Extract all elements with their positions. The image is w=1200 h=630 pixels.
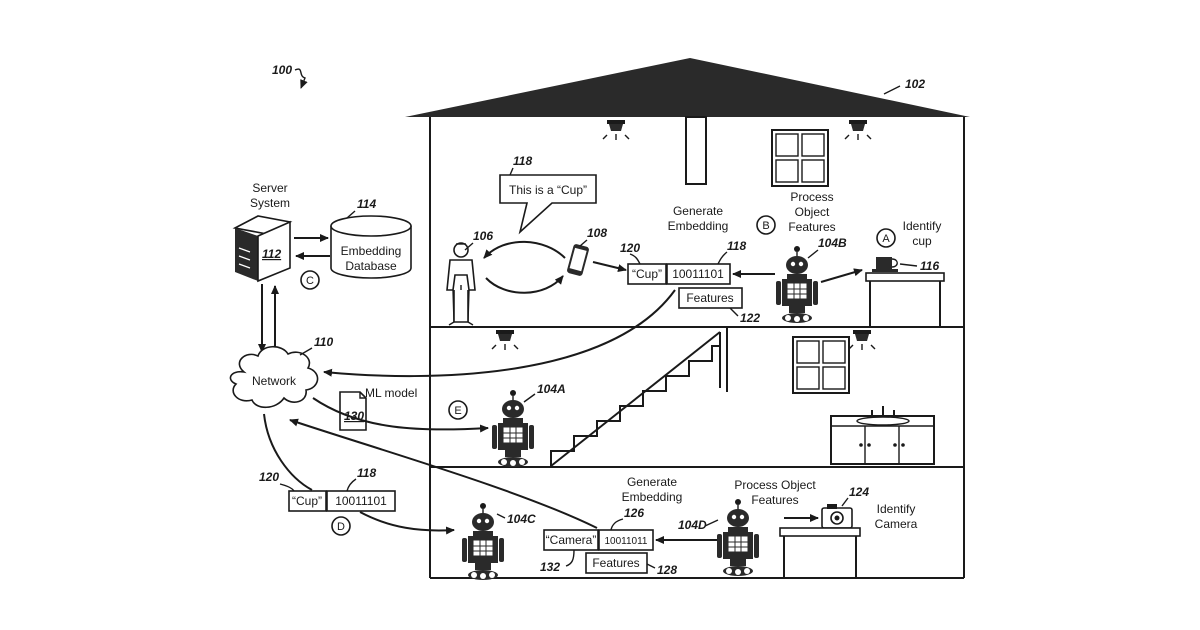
database-ref: 114 [357, 197, 376, 211]
house: 102 [405, 58, 970, 578]
network-label: Network [252, 374, 297, 388]
user-person-icon [447, 243, 475, 325]
lower-features: Features [592, 556, 639, 570]
chimney-column [686, 117, 706, 184]
upper-window [772, 130, 828, 186]
staircase [551, 327, 727, 466]
lower-process-label-1: Process Object [734, 478, 816, 492]
camera-tag-ref: 132 [540, 560, 560, 574]
lower-floor: 104C Generate Embedding “Camera” 1001101… [462, 475, 918, 580]
ceiling-lamp-icon [492, 330, 518, 350]
svg-text:B: B [762, 220, 769, 232]
transfer-embedding-ref: 118 [357, 466, 376, 480]
ceiling-lamp-icon [845, 120, 871, 140]
robot-104c-ref: 104C [507, 512, 536, 526]
ceiling-lamp-icon [603, 120, 629, 140]
server-label-1: Server [252, 181, 287, 195]
phone-ref: 108 [587, 226, 607, 240]
house-ref: 102 [905, 77, 925, 91]
lower-process-label-2: Features [751, 493, 798, 507]
svg-text:E: E [454, 405, 461, 417]
robot-104a-ref: 104A [537, 382, 566, 396]
step-b: B [757, 216, 775, 234]
upper-process-label-2: Object [795, 205, 830, 219]
transfer-embedding-value: 10011101 [335, 494, 387, 508]
server-label-2: System [250, 196, 290, 210]
upper-embedding-ref: 118 [727, 239, 746, 253]
ml-model-label: ML model [365, 386, 417, 400]
robot-104d-ref: 104D [678, 518, 707, 532]
robot-104b-ref: 104B [818, 236, 847, 250]
transfer-embedding: “Cup” 10011101 120 118 [259, 466, 395, 511]
upper-embedding-value: 10011101 [672, 267, 724, 281]
middle-window [793, 337, 849, 393]
robot-104b-icon [776, 246, 818, 323]
cup-icon [872, 257, 898, 272]
database-label-1: Embedding [341, 244, 402, 258]
svg-text:A: A [882, 233, 890, 245]
upper-floor: This is a “Cup” 118 106 108 Generate Emb… [447, 154, 944, 327]
table-icon [866, 273, 944, 327]
camera-icon [822, 504, 852, 528]
camera-tag: “Camera” [546, 533, 597, 547]
lower-embedding-ref: 126 [624, 506, 644, 520]
user-ref: 106 [473, 229, 493, 243]
step-a: A [877, 229, 895, 247]
upper-features: Features [686, 291, 733, 305]
upper-process-label-3: Features [788, 220, 835, 234]
lower-generate-label-2: Embedding [622, 490, 683, 504]
svg-text:C: C [306, 275, 314, 287]
sink-cabinet-icon [831, 406, 934, 464]
lower-features-ref: 128 [657, 563, 677, 577]
robot-104a-icon [492, 390, 534, 467]
svg-text:D: D [337, 521, 345, 533]
identify-cup-label-2: cup [912, 234, 932, 248]
step-d: D [332, 517, 350, 535]
identify-camera-label-2: Camera [875, 517, 918, 531]
transfer-cup-tag: “Cup” [292, 494, 322, 508]
upper-cup-tag: “Cup” [632, 267, 662, 281]
embedding-database: Embedding Database 114 [331, 197, 411, 278]
upper-process-label-1: Process [790, 190, 833, 204]
identify-camera-label-1: Identify [877, 502, 916, 516]
speech-text: This is a “Cup” [509, 183, 587, 197]
camera-ref: 124 [849, 485, 869, 499]
ceiling-lamp-icon [849, 330, 875, 350]
network-ref: 110 [314, 335, 333, 349]
house-roof [405, 58, 970, 117]
network-cloud: Network 110 [230, 335, 333, 407]
cup-ref: 116 [920, 259, 939, 273]
upper-features-ref: 122 [740, 311, 760, 325]
database-label-2: Database [345, 259, 397, 273]
identify-cup-label-1: Identify [903, 219, 942, 233]
server-ref: 112 [262, 247, 281, 261]
transfer-cup-tag-ref: 120 [259, 470, 279, 484]
lower-generate-label-1: Generate [627, 475, 677, 489]
server-system: Server System 112 [235, 181, 290, 281]
figure-ref: 100 [272, 63, 292, 77]
step-c: C [301, 271, 319, 289]
step-e: E [449, 401, 467, 419]
robot-104d-icon [717, 499, 759, 576]
upper-generate-label-1: Generate [673, 204, 723, 218]
lower-table-icon [780, 528, 860, 578]
speech-ref: 118 [513, 154, 532, 168]
upper-generate-label-2: Embedding [668, 219, 729, 233]
upper-cup-tag-ref: 120 [620, 241, 640, 255]
middle-floor: 104A [492, 327, 934, 467]
smartphone-icon [566, 243, 589, 276]
lower-embedding-value: 10011011 [604, 536, 647, 547]
